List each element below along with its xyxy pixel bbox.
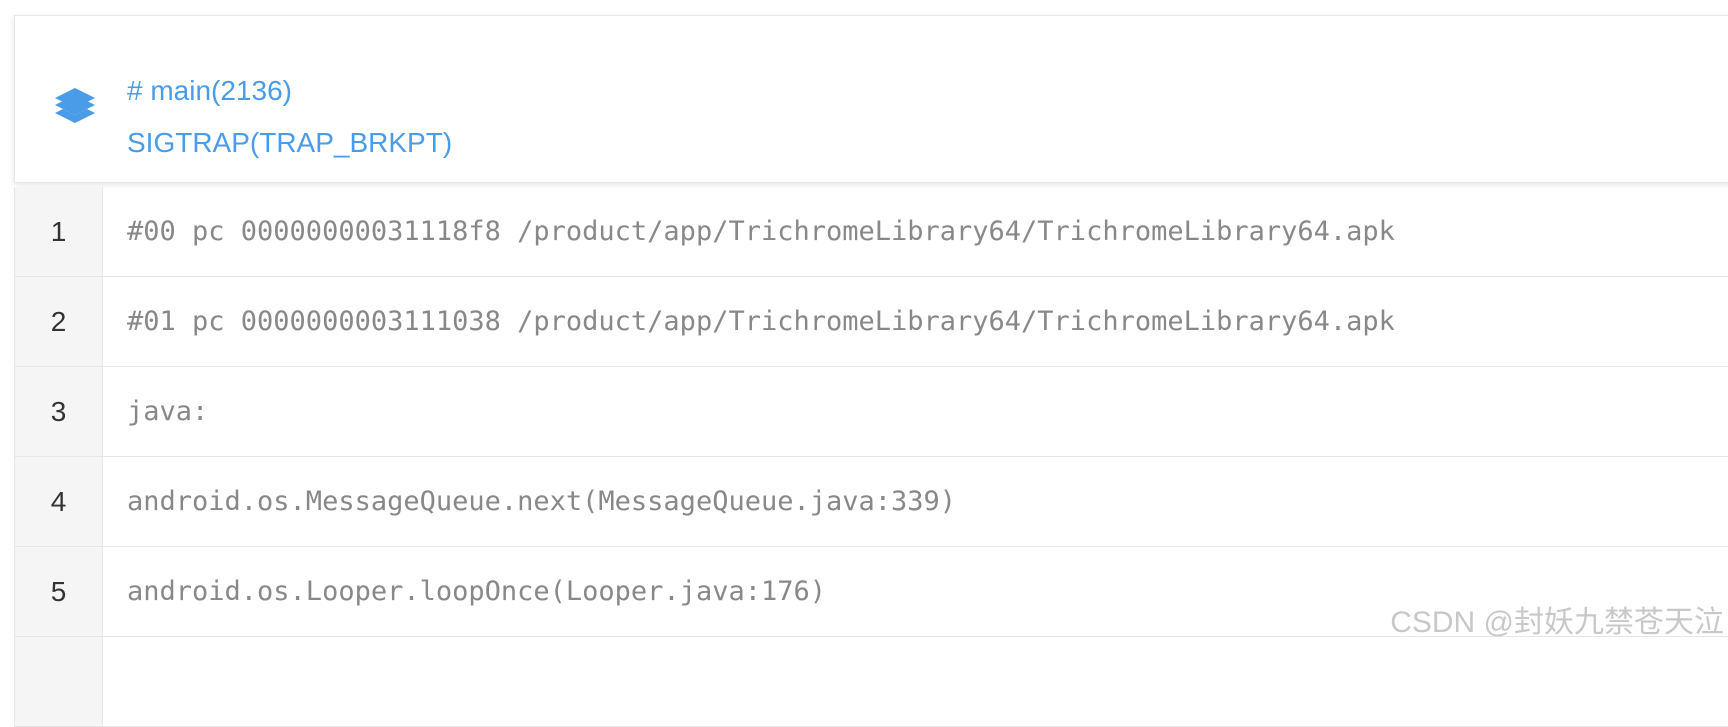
line-number: 1 [14,187,103,276]
line-code: #01 pc 0000000003111038 /product/app/Tri… [127,306,1395,337]
line-code [103,637,1728,726]
code-line-row: 1 #00 pc 00000000031118f8 /product/app/T… [14,187,1728,277]
line-number: 4 [14,457,103,546]
line-number: 5 [14,547,103,636]
line-number: 2 [14,277,103,366]
thread-header-card: # main(2136) SIGTRAP(TRAP_BRKPT) [14,15,1728,183]
code-line-row: 2 #01 pc 0000000003111038 /product/app/T… [14,277,1728,367]
code-line-row: 4 android.os.MessageQueue.next(MessageQu… [14,457,1728,547]
code-line-row: 3 java: [14,367,1728,457]
signal-label: SIGTRAP(TRAP_BRKPT) [127,127,453,158]
watermark: CSDN @封妖九禁苍天泣 [1390,606,1724,639]
line-code: android.os.Looper.loopOnce(Looper.java:1… [127,576,826,607]
line-code: #00 pc 00000000031118f8 /product/app/Tri… [127,216,1395,247]
line-code: java: [127,396,209,427]
layers-icon [55,88,95,123]
code-line-row: 5 android.os.Looper.loopOnce(Looper.java… [14,547,1728,637]
line-code: android.os.MessageQueue.next(MessageQueu… [127,486,957,517]
thread-name: # main(2136) [127,75,292,106]
stack-trace-table: 1 #00 pc 00000000031118f8 /product/app/T… [14,187,1728,727]
code-line-row [14,637,1728,727]
line-number [14,637,103,726]
line-number: 3 [14,367,103,456]
